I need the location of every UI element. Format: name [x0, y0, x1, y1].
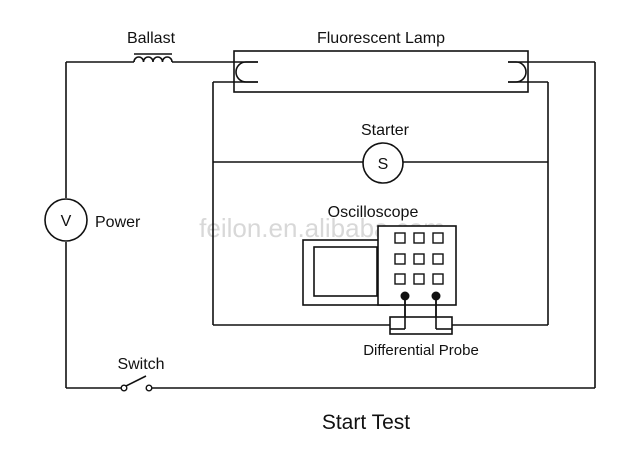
outer-circuit-wires: [65, 61, 596, 389]
switch-symbol: [120, 375, 153, 392]
voltmeter-symbol-letter: V: [61, 213, 72, 230]
inner-circuit-wires: [212, 81, 549, 326]
fluorescent-lamp: [233, 50, 529, 93]
starter-label: Starter: [361, 122, 410, 139]
ballast-label: Ballast: [127, 30, 176, 47]
oscilloscope: [302, 225, 457, 329]
oscilloscope-buttons: [394, 232, 444, 285]
differential-probe: [389, 296, 453, 335]
oscilloscope-label: Oscilloscope: [328, 204, 419, 221]
ballast-coil: [133, 53, 173, 63]
lamp-label: Fluorescent Lamp: [317, 30, 445, 47]
probe-label: Differential Probe: [363, 342, 479, 359]
voltmeter-symbol: V: [44, 198, 88, 242]
switch-label: Switch: [117, 356, 164, 373]
power-label: Power: [95, 214, 141, 231]
diagram-title: Start Test: [322, 411, 410, 434]
starter-symbol: S: [362, 142, 404, 184]
starter-symbol-letter: S: [378, 156, 389, 173]
